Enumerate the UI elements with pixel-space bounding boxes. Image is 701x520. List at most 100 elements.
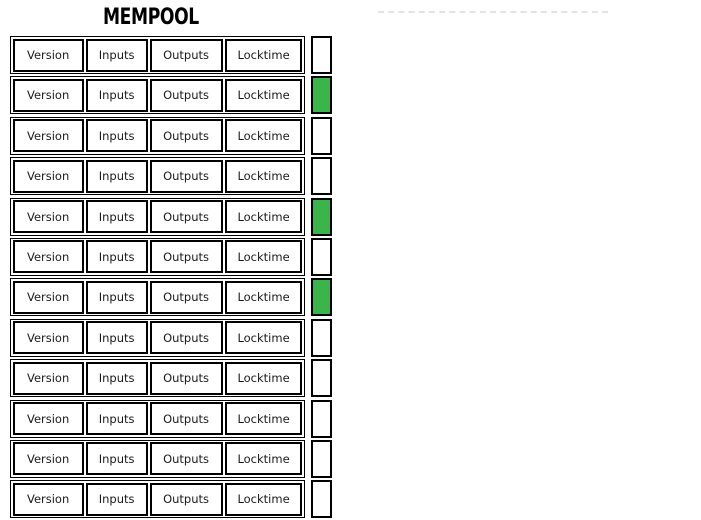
tx-field-inputs: Inputs xyxy=(85,361,148,395)
transaction-box: Version Inputs Outputs Locktime xyxy=(10,157,305,196)
tx-field-locktime-label: Locktime xyxy=(237,290,290,305)
tx-field-inputs-label: Inputs xyxy=(98,88,135,103)
tx-field-locktime-label: Locktime xyxy=(237,209,290,224)
tx-field-locktime-label: Locktime xyxy=(237,48,290,62)
tx-field-inputs-label: Inputs xyxy=(98,451,135,466)
tx-field-version: Version xyxy=(12,78,84,112)
transaction-box: Version Inputs Outputs Locktime xyxy=(10,318,305,357)
tx-field-outputs: Outputs xyxy=(149,119,223,153)
tx-field-inputs-label: Inputs xyxy=(98,492,135,507)
transaction-row-12: Version Inputs Outputs Locktime xyxy=(10,480,332,519)
transaction-box: Version Inputs Outputs Locktime xyxy=(10,76,305,115)
tx-field-version-label: Version xyxy=(26,411,70,426)
tx-field-locktime: Locktime xyxy=(224,119,303,153)
tx-field-outputs: Outputs xyxy=(149,482,223,516)
transaction-box: Version Inputs Outputs Locktime xyxy=(10,359,305,398)
tx-field-locktime: Locktime xyxy=(224,482,303,516)
tx-field-locktime: Locktime xyxy=(224,240,303,274)
tx-field-version: Version xyxy=(12,280,84,314)
transaction-row-5: Version Inputs Outputs Locktime xyxy=(10,197,332,236)
transaction-box: Version Inputs Outputs Locktime xyxy=(10,480,305,519)
tx-field-version-label: Version xyxy=(26,451,70,466)
tx-field-outputs-label: Outputs xyxy=(163,169,210,184)
tx-field-version-label: Version xyxy=(26,330,70,345)
tx-field-version: Version xyxy=(12,119,84,153)
tx-field-outputs: Outputs xyxy=(149,402,223,436)
transaction-row-10: Version Inputs Outputs Locktime xyxy=(10,399,332,438)
transaction-row-11: Version Inputs Outputs Locktime xyxy=(10,439,332,478)
transaction-box: Version Inputs Outputs Locktime xyxy=(10,36,305,74)
tx-field-locktime-label: Locktime xyxy=(237,88,290,103)
page-title: MEMPOOL xyxy=(103,5,199,30)
tx-field-locktime-label: Locktime xyxy=(237,128,290,143)
tx-field-version: Version xyxy=(12,361,84,395)
tx-field-inputs-label: Inputs xyxy=(98,48,135,62)
transaction-row-3: Version Inputs Outputs Locktime xyxy=(10,116,332,155)
tx-field-version: Version xyxy=(12,159,84,193)
tx-field-version: Version xyxy=(12,200,84,234)
transaction-row-7: Version Inputs Outputs Locktime xyxy=(10,278,332,317)
transaction-box: Version Inputs Outputs Locktime xyxy=(10,237,305,276)
tx-field-version: Version xyxy=(12,402,84,436)
status-indicator-box xyxy=(311,116,332,155)
tx-field-inputs-label: Inputs xyxy=(98,330,135,345)
status-indicator-box xyxy=(311,36,332,74)
tx-field-locktime-label: Locktime xyxy=(237,249,290,264)
transaction-box: Version Inputs Outputs Locktime xyxy=(10,399,305,438)
tx-field-version-label: Version xyxy=(26,492,70,507)
tx-field-inputs: Inputs xyxy=(85,321,148,355)
tx-field-version: Version xyxy=(12,321,84,355)
tx-field-locktime: Locktime xyxy=(224,280,303,314)
tx-field-version: Version xyxy=(12,240,84,274)
tx-field-outputs: Outputs xyxy=(149,321,223,355)
tx-field-outputs-label: Outputs xyxy=(163,451,210,466)
tx-field-inputs: Inputs xyxy=(85,159,148,193)
transaction-row-9: Version Inputs Outputs Locktime xyxy=(10,359,332,398)
tx-field-inputs: Inputs xyxy=(85,402,148,436)
tx-field-inputs: Inputs xyxy=(85,200,148,234)
tx-field-locktime-label: Locktime xyxy=(237,330,290,345)
tx-field-locktime: Locktime xyxy=(224,200,303,234)
tx-field-outputs: Outputs xyxy=(149,38,223,72)
tx-field-version: Version xyxy=(12,442,84,476)
tx-field-locktime-label: Locktime xyxy=(237,492,290,507)
tx-field-locktime: Locktime xyxy=(224,402,303,436)
tx-field-outputs-label: Outputs xyxy=(163,411,210,426)
tx-field-version-label: Version xyxy=(26,249,70,264)
tx-field-version-label: Version xyxy=(26,88,70,103)
status-indicator-box xyxy=(311,157,332,196)
status-indicator-box xyxy=(311,359,332,398)
status-indicator-box xyxy=(311,278,332,317)
tx-field-outputs-label: Outputs xyxy=(163,209,210,224)
transaction-box: Version Inputs Outputs Locktime xyxy=(10,197,305,236)
tx-field-version: Version xyxy=(12,38,84,72)
transaction-box: Version Inputs Outputs Locktime xyxy=(10,116,305,155)
tx-field-outputs: Outputs xyxy=(149,200,223,234)
status-indicator-box xyxy=(311,76,332,115)
tx-field-inputs: Inputs xyxy=(85,119,148,153)
tx-field-outputs: Outputs xyxy=(149,78,223,112)
tx-field-version-label: Version xyxy=(26,169,70,184)
tx-field-version-label: Version xyxy=(26,128,70,143)
tx-field-locktime-label: Locktime xyxy=(237,411,290,426)
tx-field-locktime: Locktime xyxy=(224,321,303,355)
tx-field-inputs: Inputs xyxy=(85,78,148,112)
status-indicator-box xyxy=(311,197,332,236)
tx-field-inputs: Inputs xyxy=(85,240,148,274)
tx-field-version-label: Version xyxy=(26,48,70,62)
tx-field-outputs-label: Outputs xyxy=(163,249,210,264)
tx-field-locktime: Locktime xyxy=(224,159,303,193)
tx-field-locktime: Locktime xyxy=(224,442,303,476)
status-indicator-box xyxy=(311,480,332,519)
status-indicator-box xyxy=(311,237,332,276)
tx-field-outputs: Outputs xyxy=(149,442,223,476)
tx-field-inputs: Inputs xyxy=(85,482,148,516)
transaction-box: Version Inputs Outputs Locktime xyxy=(10,439,305,478)
tx-field-locktime: Locktime xyxy=(224,38,303,72)
tx-field-outputs: Outputs xyxy=(149,240,223,274)
tx-field-locktime-label: Locktime xyxy=(237,451,290,466)
tx-field-outputs-label: Outputs xyxy=(163,371,210,386)
tx-field-outputs-label: Outputs xyxy=(163,88,210,103)
tx-field-outputs-label: Outputs xyxy=(163,290,210,305)
